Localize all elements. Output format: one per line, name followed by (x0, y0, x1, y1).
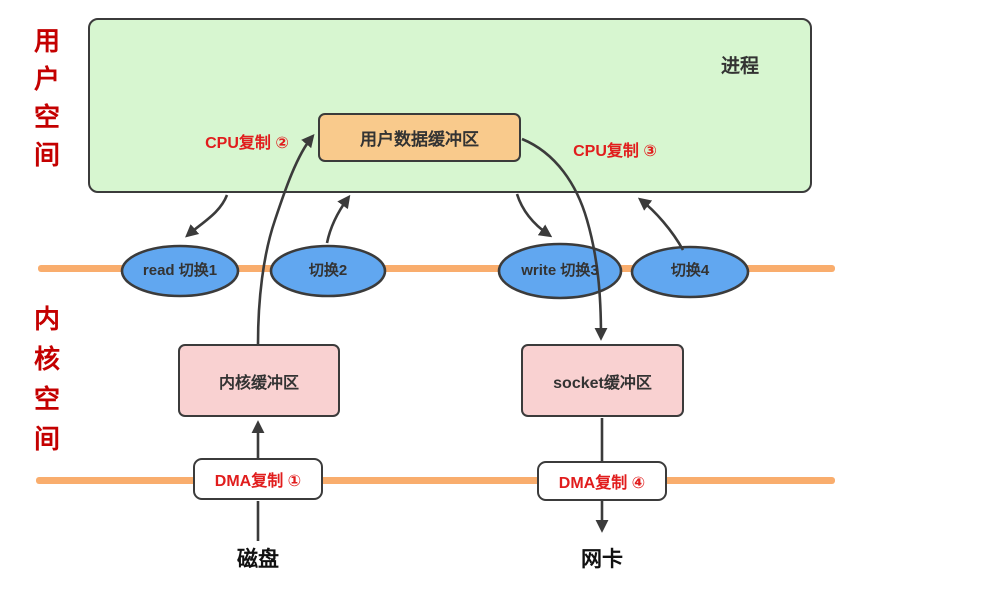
disk-label: 磁盘 (237, 548, 279, 571)
arrow-process-to-switch1 (185, 194, 229, 238)
nic-label: 网卡 (581, 548, 623, 571)
dma-copy-1-box: DMA复制 ① (193, 458, 323, 500)
user-data-buffer-box: 用户数据缓冲区 (318, 113, 521, 162)
switch-2-label: 切换2 (308, 262, 348, 279)
user-kernel-boundary-line (38, 265, 835, 272)
kernel-buffer-box: 内核缓冲区 (178, 344, 340, 417)
switch-3-label: write 切换3 (521, 262, 599, 279)
kernel-hardware-boundary-line (36, 477, 835, 484)
dma-copy-4-box: DMA复制 ④ (537, 461, 667, 501)
process-label: 进程 (720, 56, 759, 77)
cpu-copy-3-label: CPU复制 ③ (573, 143, 657, 160)
user-data-buffer-label: 用户数据缓冲区 (360, 130, 479, 149)
socket-buffer-box: socket缓冲区 (521, 344, 684, 417)
user-space-label: 用 户 空 间 (33, 26, 60, 170)
kernel-space-label: 内 核 空 间 (33, 304, 60, 454)
kernel-buffer-label: 内核缓冲区 (218, 374, 299, 392)
dma-copy-4-label: DMA复制 ④ (558, 475, 646, 492)
process-box (88, 18, 812, 193)
switch-4-label: 切换4 (670, 262, 710, 279)
dma-copy-1-label: DMA复制 ① (214, 473, 302, 490)
cpu-copy-2-label: CPU复制 ② (205, 135, 289, 152)
socket-buffer-label: socket缓冲区 (553, 374, 652, 392)
arrow-switch2-to-process (325, 194, 351, 244)
switch-1-label: read 切换1 (142, 262, 218, 279)
arrow-switch4-to-process (637, 197, 685, 251)
arrow-process-to-switch3 (515, 193, 553, 238)
